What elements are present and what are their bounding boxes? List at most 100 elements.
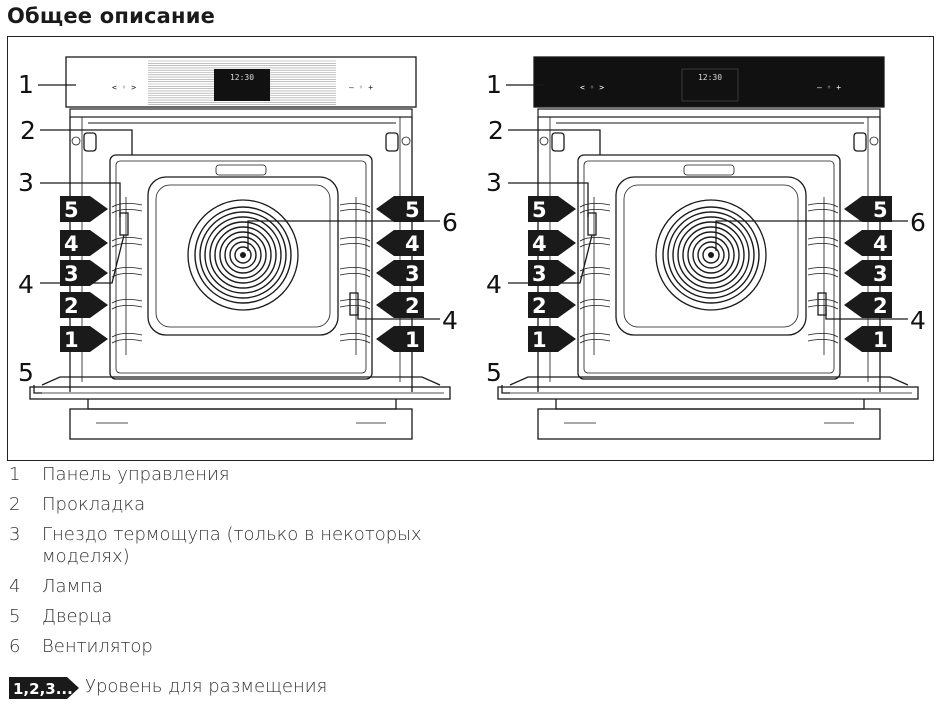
fan-ring: [229, 241, 257, 269]
level-arrow-right-5: [844, 196, 892, 222]
display-screen: [681, 68, 739, 102]
fan-ring: [687, 231, 735, 279]
fan-ring: [234, 246, 252, 264]
legend-text: Прокладка: [42, 494, 146, 515]
level-arrow-left-5: [60, 196, 108, 222]
level-arrow-right-2: [376, 292, 424, 318]
callout-label-1: 1: [486, 70, 502, 99]
level-arrow-left-1: [528, 326, 576, 352]
panel-right-controls: – ◦ +: [349, 83, 373, 92]
level-label-left-2: 2: [64, 294, 79, 318]
level-label-right-2: 2: [873, 294, 888, 318]
level-arrow-right-4: [376, 230, 424, 256]
hinge-left: [539, 136, 549, 146]
callout-label-2: 2: [20, 116, 36, 145]
level-label-left-5: 5: [64, 198, 79, 222]
callout-label-3: 3: [486, 168, 502, 197]
panel-right-controls: – ◦ +: [817, 83, 841, 92]
rack-right-2: [807, 237, 839, 248]
rack-left-4: [579, 299, 611, 310]
legend-item-4: 4 Лампа: [9, 574, 609, 604]
level-arrow-left-4: [528, 230, 576, 256]
level-arrow-right-2: [844, 292, 892, 318]
level-label-left-4: 4: [532, 232, 547, 256]
fan-cover: [655, 199, 767, 311]
level-label-left-1: 1: [64, 328, 79, 352]
rack-left-1: [579, 203, 611, 214]
rack-left-2: [579, 237, 611, 248]
drawer: [69, 408, 413, 440]
legend-number: 1: [9, 464, 21, 485]
back-wall: [147, 176, 339, 336]
level-arrow-right-1: [376, 326, 424, 352]
back-wall: [615, 176, 807, 336]
oven-body-inner-sides: [549, 117, 869, 382]
latch-left: [83, 132, 97, 152]
fan-hub: [708, 252, 714, 258]
callout-line-2: [508, 129, 601, 155]
callout-line-4: [508, 234, 593, 284]
callout-line-6: [715, 220, 908, 251]
legend-item-2: 2 Прокладка: [9, 492, 609, 522]
legend-number: 4: [9, 576, 21, 597]
fan-ring: [682, 226, 740, 284]
callout-line-3: [40, 182, 121, 217]
level-arrow-right-5: [376, 196, 424, 222]
back-wall-inner: [155, 184, 331, 328]
callout-label-2: 2: [488, 116, 504, 145]
fan-ring: [214, 226, 272, 284]
callout-line-2: [40, 129, 133, 155]
level-arrow-left-2: [528, 292, 576, 318]
rack-right-1: [807, 203, 839, 214]
probe-socket: [119, 212, 129, 236]
rack-rails: [593, 197, 825, 355]
callout-label-5: 5: [486, 358, 502, 387]
legend-number: 2: [9, 494, 21, 515]
hinge-right: [401, 136, 411, 146]
display-screen: [214, 69, 270, 101]
legend-item-6: 6 Вентилятор: [9, 634, 609, 664]
rack-right-5: [807, 333, 839, 344]
level-label-left-5: 5: [532, 198, 547, 222]
callout-line-3: [508, 182, 589, 217]
legend-number: 3: [9, 524, 21, 545]
lamp: [817, 292, 827, 316]
control-panel: [533, 56, 885, 108]
rack-right-4: [807, 299, 839, 310]
level-arrow-left-5: [528, 196, 576, 222]
level-arrow-right-3: [844, 260, 892, 286]
back-wall-inner: [623, 184, 799, 328]
fan-ring: [219, 231, 267, 279]
fan-ring: [692, 236, 730, 274]
callout-line-5: [501, 385, 510, 394]
fan-ring: [697, 241, 725, 269]
legend-text: Панель управления: [42, 464, 230, 485]
fan-ring: [667, 211, 755, 299]
level-arrow-right-1: [844, 326, 892, 352]
rack-left-4: [111, 299, 143, 310]
hinge-right: [869, 136, 879, 146]
panel-left-controls: < ◦ >: [112, 83, 136, 92]
levels-text: Уровень для размещения: [85, 676, 328, 697]
door-top: [509, 376, 909, 386]
level-label-left-3: 3: [64, 262, 79, 286]
rack-right-4: [339, 299, 371, 310]
latch-right: [853, 132, 867, 152]
rack-left-3: [111, 267, 143, 278]
level-arrow-right-3: [376, 260, 424, 286]
door-handle: [555, 399, 865, 410]
callout-label-4: 4: [442, 306, 458, 335]
callout-line-6: [247, 220, 440, 251]
level-label-left-1: 1: [532, 328, 547, 352]
callout-label-5: 5: [18, 358, 34, 387]
door-edge: [29, 386, 451, 400]
legend-item-3: 3 Гнездо термощупа (только в некоторых м…: [9, 522, 609, 574]
levels-badge-label: 1,2,3...: [13, 680, 73, 698]
oven-cavity: [577, 154, 841, 380]
page-title: Общее описание: [7, 4, 216, 28]
fan-ring: [662, 206, 760, 304]
latch-right: [385, 132, 399, 152]
